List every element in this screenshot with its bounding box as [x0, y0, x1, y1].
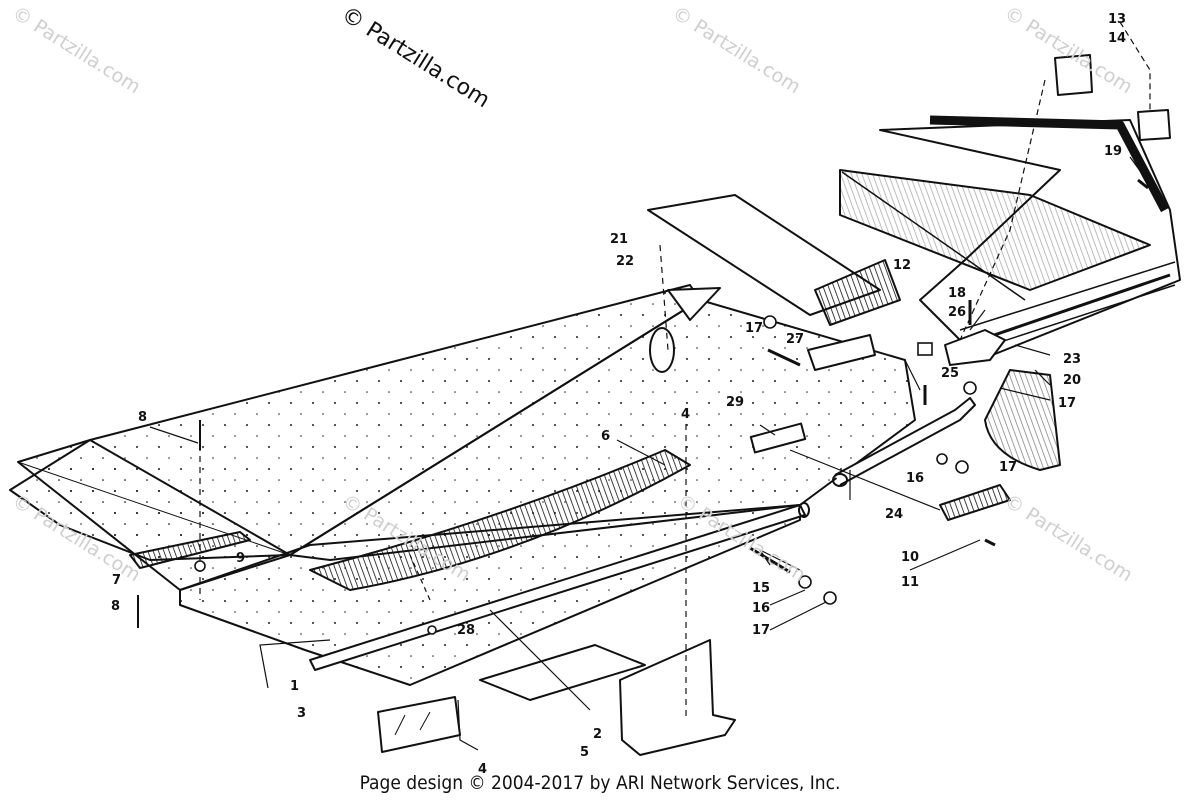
- nut-17c: [955, 460, 969, 474]
- callout-24[interactable]: 24: [885, 507, 904, 522]
- callout-8[interactable]: 8: [138, 410, 148, 425]
- nut-17b: [963, 381, 977, 395]
- callout-17[interactable]: 17: [752, 623, 771, 638]
- decal-13: [1054, 54, 1093, 96]
- callout-11[interactable]: 11: [901, 575, 920, 590]
- floor-panel-1: [179, 504, 801, 686]
- callout-1[interactable]: 1: [290, 679, 300, 694]
- callout-13[interactable]: 13: [1108, 12, 1127, 27]
- callout-2[interactable]: 2: [593, 727, 603, 742]
- callout-7[interactable]: 7: [112, 573, 122, 588]
- decal-14: [1137, 109, 1171, 141]
- callout-9[interactable]: 9: [236, 551, 246, 566]
- bolt-19: [1137, 178, 1149, 190]
- step-pad-5: [479, 644, 646, 701]
- callout-16[interactable]: 16: [906, 471, 925, 486]
- callout-17[interactable]: 17: [999, 460, 1018, 475]
- washer-16b: [798, 575, 812, 589]
- decal-29: [749, 422, 807, 454]
- nut-17d: [823, 591, 837, 605]
- plate-3: [377, 696, 461, 753]
- callout-10[interactable]: 10: [901, 550, 920, 565]
- left-flap-panel: [9, 439, 291, 561]
- screw-11: [984, 538, 996, 547]
- callout-17[interactable]: 17: [1058, 396, 1077, 411]
- bolt-27: [767, 348, 801, 367]
- bolt-15: [749, 546, 791, 574]
- callout-22[interactable]: 22: [616, 254, 635, 269]
- bumper-end-cap: [944, 329, 1006, 366]
- callout-16[interactable]: 16: [752, 601, 771, 616]
- tube-24: [834, 397, 976, 486]
- callout-4[interactable]: 4: [681, 407, 691, 422]
- callout-4[interactable]: 4: [478, 762, 488, 777]
- callout-26[interactable]: 26: [948, 305, 967, 320]
- rivet-9: [194, 560, 206, 572]
- callout-3[interactable]: 3: [297, 706, 307, 721]
- callout-28[interactable]: 28: [457, 623, 476, 638]
- nut-17a: [763, 315, 777, 329]
- callout-15[interactable]: 15: [752, 581, 771, 596]
- bracket-2: [619, 639, 736, 756]
- callout-21[interactable]: 21: [610, 232, 629, 247]
- shield-12: [814, 259, 901, 326]
- callout-19[interactable]: 19: [1104, 144, 1123, 159]
- washer-16a: [936, 453, 948, 465]
- callout-17[interactable]: 17: [745, 321, 764, 336]
- heat-exchanger: [309, 449, 691, 591]
- snow-flap: [984, 369, 1061, 471]
- nut-26: [917, 342, 933, 356]
- reflector-10: [939, 484, 1011, 521]
- callout-12[interactable]: 12: [893, 258, 912, 273]
- callout-29[interactable]: 29: [726, 395, 745, 410]
- callout-25[interactable]: 25: [941, 366, 960, 381]
- callout-20[interactable]: 20: [1063, 373, 1082, 388]
- bracket-7: [129, 531, 251, 569]
- callout-6[interactable]: 6: [601, 429, 611, 444]
- callout-5[interactable]: 5: [580, 745, 590, 760]
- rear-rack-box: [839, 169, 1151, 291]
- callout-8[interactable]: 8: [111, 599, 121, 614]
- callout-23[interactable]: 23: [1063, 352, 1082, 367]
- callout-14[interactable]: 14: [1108, 31, 1127, 46]
- rivet-28: [427, 625, 437, 635]
- channel-27: [807, 334, 876, 371]
- callout-27[interactable]: 27: [786, 332, 805, 347]
- gusset-22: [667, 287, 721, 321]
- page-footer: Page design © 2004-2017 by ARI Network S…: [359, 772, 841, 794]
- callout-18[interactable]: 18: [948, 286, 967, 301]
